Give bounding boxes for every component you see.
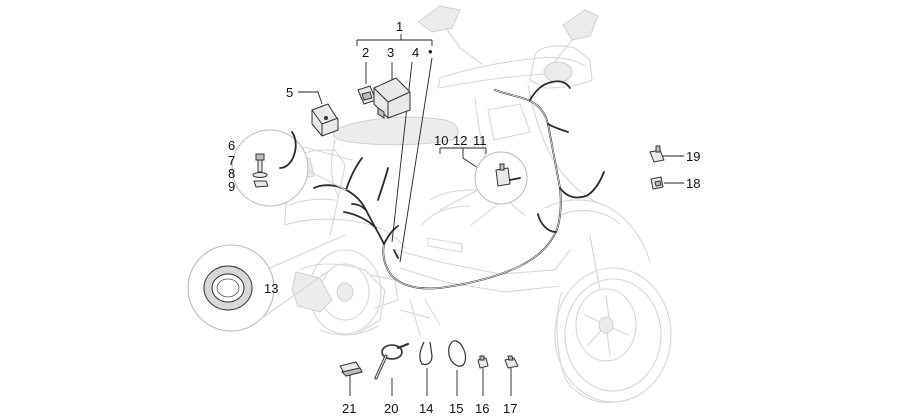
callout-4: 4 [412,45,420,60]
callout-13: 13 [264,281,279,296]
callout-17: 17 [503,401,518,416]
callout-14: 14 [419,401,434,416]
callout-21: 21 [342,401,357,416]
callout-8: 8 [228,166,236,181]
washer-part [252,172,268,178]
bracket-part [311,103,339,137]
callout-3: 3 [387,45,395,60]
callout-11: 11 [473,133,487,148]
callout-20: 20 [384,401,399,416]
clip-part-18 [650,176,664,190]
callout-9: 9 [228,179,236,194]
fuse-part [357,85,377,105]
ground-cable-part [279,131,297,169]
callout-7: 7 [228,153,236,168]
callout-6: 6 [228,138,236,153]
bolt-part [255,153,265,173]
callout-5: 5 [286,85,294,100]
callout-18: 18 [686,176,701,191]
callout-4-mark: • [428,44,433,59]
callout-1: 1 [396,19,404,34]
grommet-part [203,265,253,311]
strap-part [419,341,433,366]
detail-circle-bolts [231,129,309,207]
callout-15: 15 [449,401,464,416]
callout-12: 12 [453,133,468,148]
cable-tie-part [374,342,410,380]
cap-part [339,361,363,377]
callout-19: 19 [686,149,701,164]
connector-part [495,163,521,187]
nut-part [253,180,269,188]
leader-lines [239,34,684,396]
clip-part-19 [649,145,665,163]
control-unit-part [373,77,411,119]
loop-part [448,340,467,367]
callout-2: 2 [362,45,370,60]
small-clip-part-17 [504,355,519,369]
callout-10: 10 [434,133,449,148]
wiring-harness [313,80,605,290]
scooter-line-art [284,5,672,404]
small-clip-part-16 [477,355,489,369]
callout-16: 16 [475,401,490,416]
